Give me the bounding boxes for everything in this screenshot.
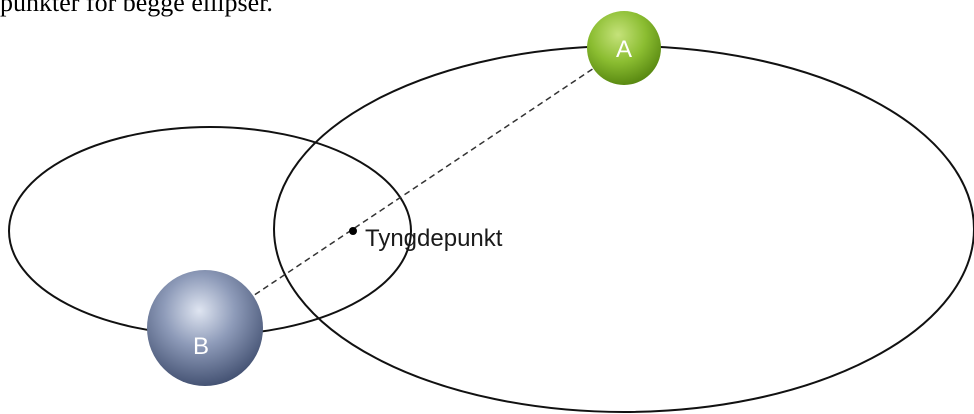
center-of-mass-point bbox=[349, 227, 357, 235]
body-b-label: B bbox=[193, 333, 209, 360]
body-a: A bbox=[587, 11, 661, 85]
body-a-label: A bbox=[616, 36, 632, 63]
caption-text: punkter for begge ellipser. bbox=[0, 0, 273, 17]
body-b: B bbox=[147, 270, 263, 386]
center-of-mass-label: Tyngdepunkt bbox=[365, 225, 503, 252]
connecting-line bbox=[204, 47, 625, 329]
